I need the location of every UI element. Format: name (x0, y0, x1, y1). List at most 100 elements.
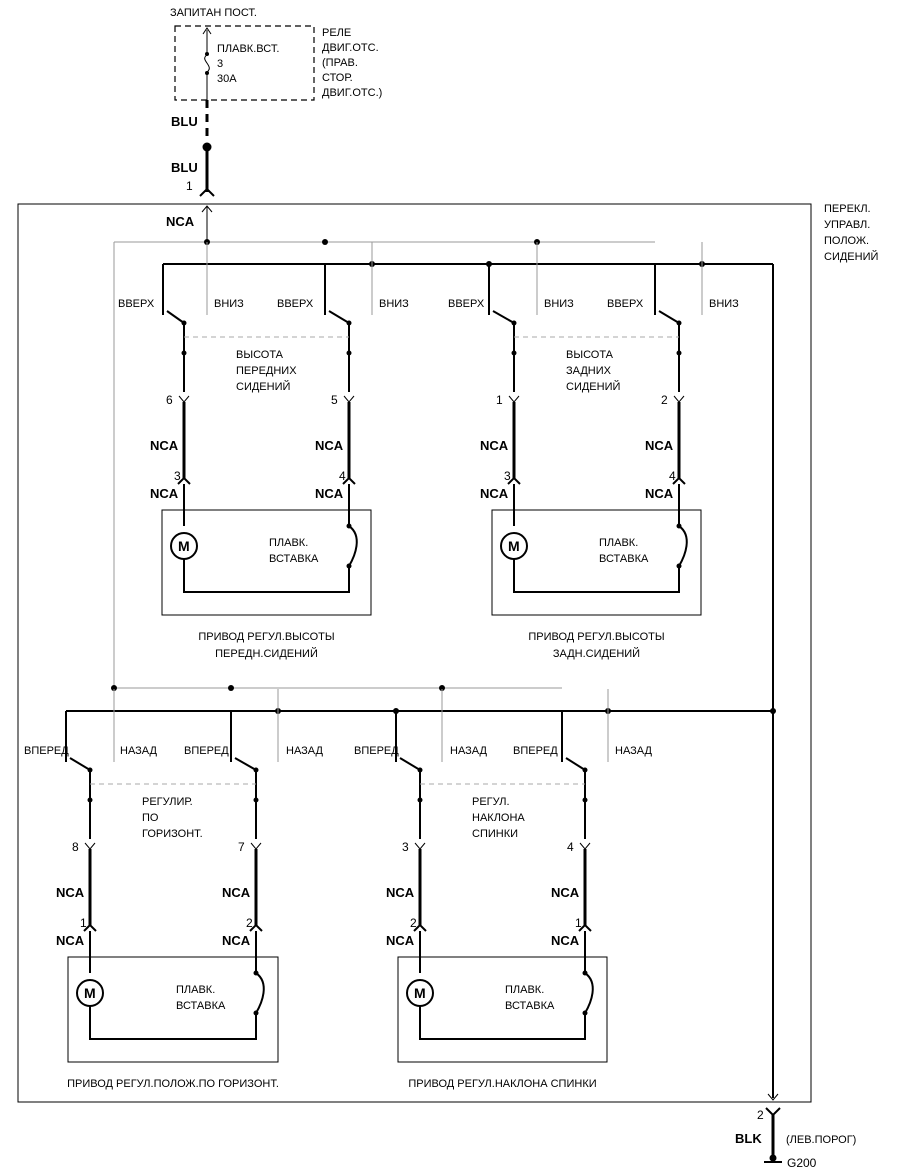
wire-color-label: NCA (222, 933, 251, 948)
motor-pin-number: 2 (410, 916, 417, 930)
motor-loop-wire (419, 1006, 586, 1040)
motor-pin-number: 3 (174, 469, 181, 483)
fuse-label: ПЛАВК. (269, 537, 308, 549)
switch-block-outline (17, 203, 812, 1103)
motor-symbol: M (84, 985, 96, 1001)
switch-label-down: ВНИЗ (709, 298, 739, 310)
switch-blade (658, 310, 680, 324)
wire-color-label: NCA (315, 486, 344, 501)
module-title: РЕГУЛИР. (142, 796, 193, 808)
actuator-caption: ПРИВОД РЕГУЛ.НАКЛОНА СПИНКИ (408, 1078, 596, 1090)
supply-label: ЗАПИТАН ПОСТ. (170, 7, 257, 19)
fuse-rating: 30A (217, 73, 237, 85)
switch-label-down: НАЗАД (120, 745, 158, 757)
switch-label-up: ВВЕРХ (277, 298, 314, 310)
fuse-3-symbol (204, 30, 210, 100)
thermal-fuse-icon (255, 972, 265, 1014)
motor-loop-wire (183, 559, 350, 593)
switch-label-down: НАЗАД (450, 745, 488, 757)
fuse-label: ВСТАВКА (269, 553, 319, 565)
harness-pin-number: 6 (166, 393, 173, 407)
relay-box-label: РЕЛЕ ДВИГ.ОТС. (ПРАВ. СТОР. ДВИГ.ОТС.) (322, 27, 382, 99)
module-title: ЗАДНИХ (566, 365, 612, 377)
connector-c1-icon (199, 187, 215, 197)
thermal-fuse-icon (678, 525, 688, 567)
switch-blade (166, 310, 185, 324)
module-title: ВЫСОТА (236, 349, 284, 361)
actuator-caption: ПРИВОД РЕГУЛ.ПОЛОЖ.ПО ГОРИЗОНТ. (67, 1078, 279, 1090)
motor-loop-wire (513, 559, 680, 593)
motor-connector-icon (578, 923, 592, 932)
wire-color-label: NCA (645, 486, 674, 501)
harness-pin-number: 7 (238, 840, 245, 854)
wire-color-label: NCA (386, 933, 415, 948)
module-title: СИДЕНИЙ (236, 380, 290, 393)
actuator-caption: ПРИВОД РЕГУЛ.ВЫСОТЫ (528, 631, 664, 643)
harness-pin-number: 8 (72, 840, 79, 854)
motor-box (67, 956, 279, 1063)
fuse-label: ПЛАВК. (505, 984, 544, 996)
motor-box (161, 509, 372, 616)
module-title: СИДЕНИЙ (566, 380, 620, 393)
wire-color-label: NCA (480, 438, 509, 453)
motor-connector-icon (342, 476, 356, 485)
wire-color-label: NCA (551, 933, 580, 948)
wire-color-label: NCA (480, 486, 509, 501)
harness-pin-number: 5 (331, 393, 338, 407)
switch-label-down: НАЗАД (286, 745, 324, 757)
motor-symbol: M (508, 538, 520, 554)
fuse-label: ВСТАВКА (176, 1000, 226, 1012)
switch-blade (328, 310, 350, 324)
wire-color-label: NCA (222, 885, 251, 900)
wire-color-label: NCA (315, 438, 344, 453)
motor-box (491, 509, 702, 616)
switch-label-up: ВПЕРЕД (354, 745, 399, 757)
module-title: ВЫСОТА (566, 349, 614, 361)
wire-color-blk: BLK (735, 1131, 762, 1146)
switch-blade (399, 757, 421, 771)
fuse-label: ПЛАВК. (599, 537, 638, 549)
wire-color-blu-top: BLU (171, 114, 198, 129)
relay-box-outline (174, 25, 315, 101)
motor-loop-wire (89, 1006, 257, 1040)
fuse-number: 3 (217, 58, 223, 70)
fuse-label: ВСТАВКА (599, 553, 649, 565)
motor-connector-icon (413, 923, 427, 932)
wire-color-label: NCA (551, 885, 580, 900)
wire-color-label: NCA (386, 885, 415, 900)
motor-pin-number: 1 (80, 916, 87, 930)
motor-symbol: M (414, 985, 426, 1001)
module-title: ПЕРЕДНИХ (236, 365, 297, 377)
motor-box (397, 956, 608, 1063)
motor-connector-icon (177, 476, 191, 485)
motor-pin-number: 4 (339, 469, 346, 483)
connector-pin-icon (178, 395, 190, 403)
connector-ground-icon (765, 1107, 781, 1117)
thermal-fuse-icon (584, 972, 594, 1014)
connector-pin-icon (673, 395, 685, 403)
module-title: СПИНКИ (472, 828, 518, 840)
module-title: НАКЛОНА (472, 812, 525, 824)
harness-pin-number: 3 (402, 840, 409, 854)
connector-pin-icon (579, 842, 591, 850)
wire-color-label: NCA (150, 486, 179, 501)
switch-block-label: ПЕРЕКЛ. УПРАВЛ. ПОЛОЖ. СИДЕНИЙ (824, 203, 878, 263)
switch-blade (565, 757, 586, 771)
wire-nca-in: NCA (166, 214, 195, 229)
motor-pin-number: 3 (504, 469, 511, 483)
switch-label-up: ВВЕРХ (118, 298, 155, 310)
pin-1: 1 (186, 179, 193, 193)
connector-pin-icon (84, 842, 96, 850)
connector-pin-icon (343, 395, 355, 403)
switch-label-up: ВВЕРХ (448, 298, 485, 310)
motor-connector-icon (249, 923, 263, 932)
switch-label-up: ВПЕРЕД (184, 745, 229, 757)
motor-pin-number: 4 (669, 469, 676, 483)
switch-label-down: НАЗАД (615, 745, 653, 757)
fuse-label: ПЛАВК. (176, 984, 215, 996)
actuator-caption: ПРИВОД РЕГУЛ.ВЫСОТЫ (198, 631, 334, 643)
switch-label-down: ВНИЗ (214, 298, 244, 310)
